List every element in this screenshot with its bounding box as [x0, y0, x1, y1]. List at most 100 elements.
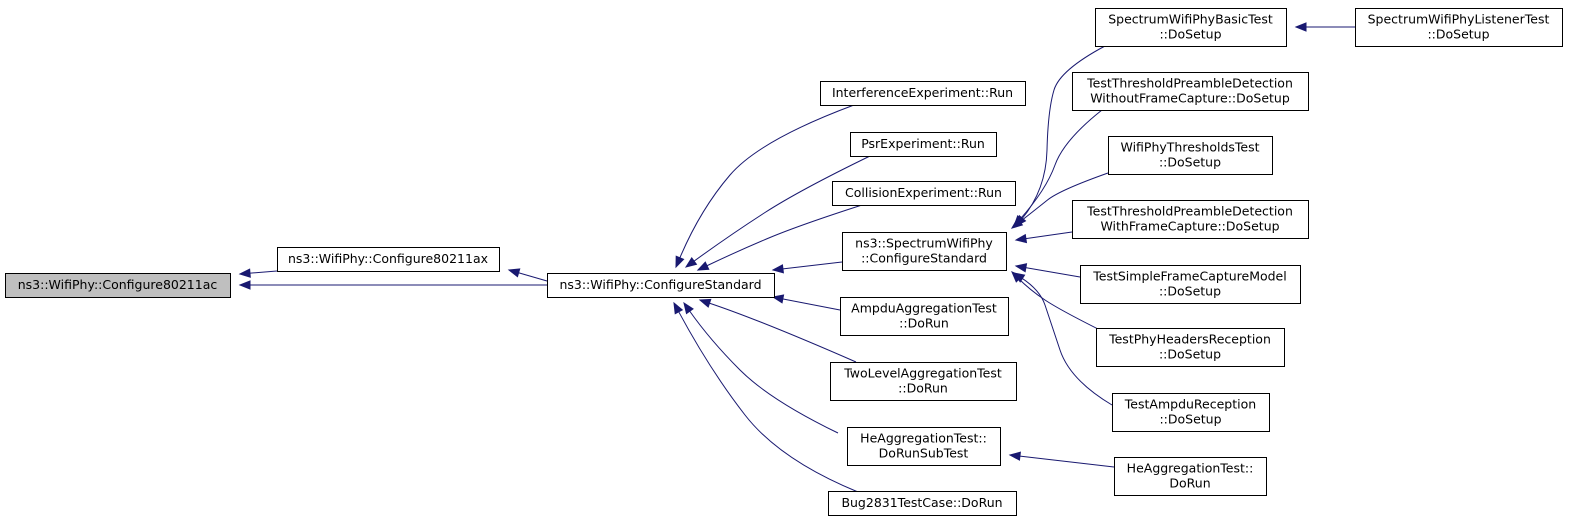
node-c80211ax[interactable]: ns3::WifiPhy::Configure80211ax	[277, 247, 500, 272]
node-box[interactable]	[1072, 72, 1309, 111]
node-tpdNoCap[interactable]: TestThresholdPreambleDetectionWithoutFra…	[1072, 72, 1309, 111]
node-box[interactable]	[277, 247, 500, 272]
edge-arrowhead	[1008, 451, 1021, 461]
node-label: ::DoSetup	[1159, 347, 1221, 362]
node-box[interactable]	[840, 297, 1009, 336]
edge-interference-to-configStd	[675, 104, 855, 269]
node-box[interactable]	[547, 273, 775, 298]
node-label: TestPhyHeadersReception	[1108, 332, 1271, 347]
edge-line	[1021, 277, 1113, 406]
edge-psr-to-configStd	[684, 155, 871, 268]
node-phyHeaders[interactable]: TestPhyHeadersReception::DoSetup	[1096, 328, 1285, 367]
edge-arrowhead	[507, 268, 521, 278]
node-box[interactable]	[847, 427, 1001, 466]
node-simpleCap[interactable]: TestSimpleFrameCaptureModel::DoSetup	[1080, 265, 1301, 304]
node-box[interactable]	[1108, 136, 1273, 175]
node-label: ns3::WifiPhy::Configure80211ac	[18, 277, 218, 292]
node-box[interactable]	[1080, 265, 1301, 304]
node-box[interactable]	[1114, 457, 1267, 496]
edge-line	[517, 272, 548, 282]
edge-configStd-to-root	[238, 280, 547, 290]
edge-arrowhead	[1014, 263, 1028, 273]
node-box[interactable]	[842, 232, 1007, 271]
node-label: TwoLevelAggregationTest	[843, 366, 1002, 381]
edge-spectrumCfg-to-configStd	[771, 261, 843, 274]
node-thresholds[interactable]: WifiPhyThresholdsTest::DoSetup	[1108, 136, 1273, 175]
node-label: InterferenceExperiment::Run	[832, 85, 1013, 100]
node-label: PsrExperiment::Run	[861, 136, 985, 151]
node-label: ::ConfigureStandard	[861, 251, 987, 266]
node-label: ns3::WifiPhy::Configure80211ax	[288, 251, 488, 266]
node-bug2831[interactable]: Bug2831TestCase::DoRun	[828, 491, 1017, 516]
edge-arrowhead	[1014, 233, 1028, 244]
node-label: WithoutFrameCapture::DoSetup	[1090, 91, 1290, 106]
edge-arrowhead	[238, 268, 251, 278]
node-collision[interactable]: CollisionExperiment::Run	[832, 181, 1016, 206]
node-configStd[interactable]: ns3::WifiPhy::ConfigureStandard	[547, 273, 775, 298]
node-box[interactable]	[850, 132, 997, 157]
node-box[interactable]	[830, 362, 1017, 401]
node-label: HeAggregationTest::	[1127, 461, 1254, 476]
edge-arrowhead	[771, 264, 784, 274]
node-psr[interactable]: PsrExperiment::Run	[850, 132, 997, 157]
edge-heRun-to-heSub	[1008, 451, 1115, 468]
node-ampduRx[interactable]: TestAmpduReception::DoSetup	[1112, 393, 1270, 432]
edge-arrowhead	[1010, 217, 1024, 229]
node-label: ::DoSetup	[1159, 412, 1221, 427]
edge-bug2831-to-configStd	[673, 301, 859, 493]
node-ampduAgg[interactable]: AmpduAggregationTest::DoRun	[840, 297, 1009, 336]
node-interference[interactable]: InterferenceExperiment::Run	[820, 81, 1026, 106]
node-label: ns3::SpectrumWifiPhy	[855, 236, 993, 251]
edge-line	[688, 310, 839, 434]
edge-arrowhead	[1294, 22, 1307, 32]
edge-line	[1018, 278, 1103, 332]
node-label: SpectrumWifiPhyBasicTest	[1108, 12, 1273, 27]
node-heSub[interactable]: HeAggregationTest::DoRunSubTest	[847, 427, 1001, 466]
edge-line	[705, 204, 863, 267]
edge-line	[781, 261, 843, 270]
edge-line	[679, 104, 855, 259]
node-label: HeAggregationTest::	[860, 431, 987, 446]
edge-arrowhead	[683, 301, 694, 315]
node-twoLevel[interactable]: TwoLevelAggregationTest::DoRun	[830, 362, 1017, 401]
node-box[interactable]	[820, 81, 1026, 106]
node-box[interactable]	[1072, 200, 1309, 239]
edge-tpdCap-to-spectrumCfg	[1014, 231, 1073, 244]
edge-arrowhead	[238, 280, 251, 290]
edge-arrowhead	[771, 294, 785, 304]
edge-thresholds-to-spectrumCfg	[1010, 172, 1109, 229]
edge-c80211ax-to-root	[238, 268, 278, 278]
node-label: TestAmpduReception	[1124, 397, 1256, 412]
edge-line	[1019, 109, 1103, 220]
node-heRun[interactable]: HeAggregationTest::DoRun	[1114, 457, 1267, 496]
node-listenerTest[interactable]: SpectrumWifiPhyListenerTest::DoSetup	[1355, 8, 1563, 47]
edge-twoLevel-to-configStd	[698, 298, 857, 363]
node-box[interactable]	[832, 181, 1016, 206]
node-label: ::DoSetup	[1159, 155, 1221, 170]
edge-line	[708, 302, 857, 363]
node-label: WithFrameCapture::DoSetup	[1100, 219, 1279, 234]
node-box[interactable]	[1112, 393, 1270, 432]
node-label: TestThresholdPreambleDetection	[1086, 204, 1293, 219]
node-box[interactable]	[1095, 8, 1287, 47]
edge-arrowhead	[673, 301, 684, 315]
node-label: DoRun	[1169, 476, 1210, 491]
node-box[interactable]	[1096, 328, 1285, 367]
node-box[interactable]	[5, 273, 231, 298]
node-label: TestThresholdPreambleDetection	[1086, 76, 1293, 91]
edge-arrowhead	[698, 298, 712, 308]
node-box[interactable]	[828, 491, 1017, 516]
node-box[interactable]	[1355, 8, 1563, 47]
node-spectrumCfg[interactable]: ns3::SpectrumWifiPhy::ConfigureStandard	[842, 232, 1007, 271]
edge-ampduAgg-to-configStd	[771, 294, 841, 311]
node-label: SpectrumWifiPhyListenerTest	[1368, 12, 1550, 27]
node-tpdCap[interactable]: TestThresholdPreambleDetectionWithFrameC…	[1072, 200, 1309, 239]
node-label: ::DoSetup	[1159, 284, 1221, 299]
edge-ampduRx-to-spectrumCfg	[1012, 272, 1113, 406]
node-root[interactable]: ns3::WifiPhy::Configure80211ac	[5, 273, 231, 298]
edge-line	[781, 298, 841, 311]
node-label: Bug2831TestCase::DoRun	[841, 495, 1002, 510]
edge-collision-to-configStd	[696, 204, 863, 271]
node-basicTest[interactable]: SpectrumWifiPhyBasicTest::DoSetup	[1095, 8, 1287, 47]
node-label: ::DoRun	[898, 381, 948, 396]
